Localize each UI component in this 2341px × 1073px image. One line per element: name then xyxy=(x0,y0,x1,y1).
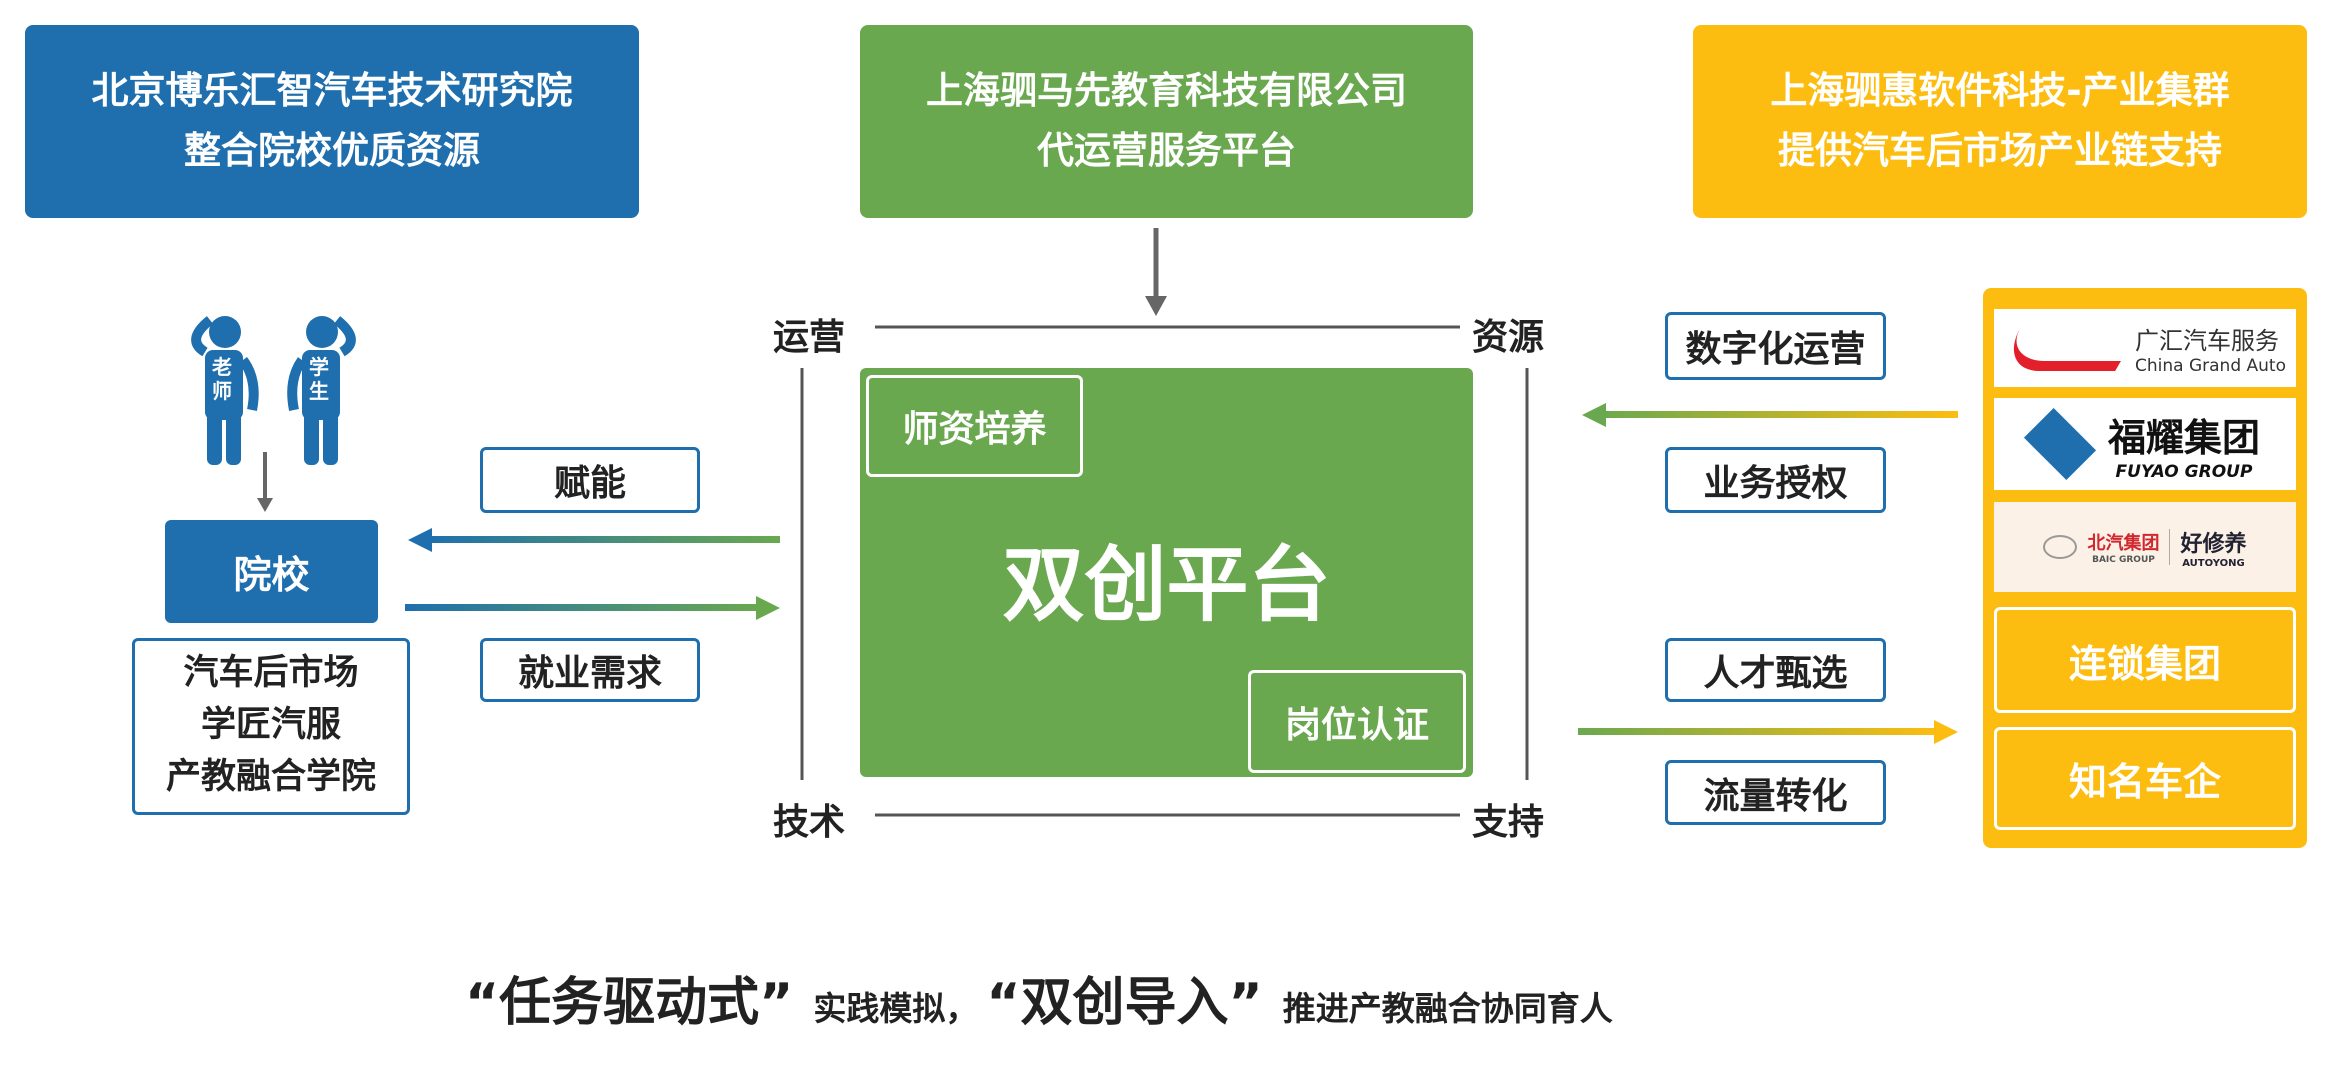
slogan-part: “双创导入” xyxy=(986,973,1263,1033)
label-traffic-conversion: 流量转化 xyxy=(1665,760,1886,825)
platform-title: 双创平台 xyxy=(1002,538,1331,633)
box-line: 上海驷惠软件科技-产业集群 xyxy=(1770,69,2230,112)
swoosh-icon xyxy=(1995,327,2141,371)
logo-en: BAIC GROUP xyxy=(2092,555,2155,565)
slogan-part: 实践模拟， xyxy=(813,989,979,1028)
box-line: 上海驷马先教育科技有限公司 xyxy=(926,69,1407,112)
teacher-label: 老师 xyxy=(212,355,232,403)
baic-emblem-icon xyxy=(2043,535,2078,559)
logo-cn: 北汽集团 xyxy=(2087,533,2160,554)
slogan-part: 推进产教融合协同育人 xyxy=(1282,989,1613,1028)
box-line: 提供汽车后市场产业链支持 xyxy=(1778,129,2222,172)
logo-cn: 广汇汽车服务 xyxy=(2135,326,2280,355)
label-talent-selection: 人才甄选 xyxy=(1665,638,1886,702)
box-software-company: 上海驷惠软件科技-产业集群提供汽车后市场产业链支持 xyxy=(1693,25,2307,218)
school-box: 院校 xyxy=(165,520,378,623)
slogan-part: “任务驱动式” xyxy=(465,973,794,1033)
student-label: 学生 xyxy=(309,355,329,403)
corner-operation: 运营 xyxy=(773,317,846,358)
group-automakers: 知名车企 xyxy=(1994,727,2296,830)
fuyao-diamond-icon xyxy=(2023,407,2097,481)
logo-cn2: 好修养 xyxy=(2180,531,2247,557)
student-icon xyxy=(287,316,356,465)
box-line: 整合院校优质资源 xyxy=(184,129,480,172)
corner-resource: 资源 xyxy=(1472,317,1545,358)
corner-support: 支持 xyxy=(1472,802,1545,843)
label-empower: 赋能 xyxy=(480,447,700,513)
tag-teacher-training: 师资培养 xyxy=(866,375,1083,477)
label-business-license: 业务授权 xyxy=(1665,447,1886,513)
label-employment-demand: 就业需求 xyxy=(480,638,700,702)
footer-slogan: “任务驱动式” 实践模拟， “双创导入” 推进产教融合协同育人 xyxy=(465,960,1915,1035)
teacher-icon xyxy=(191,316,259,465)
logo-cn: 福耀集团 xyxy=(2107,415,2260,460)
box-education-company: 上海驷马先教育科技有限公司代运营服务平台 xyxy=(860,25,1473,218)
box-line: 北京博乐汇智汽车技术研究院 xyxy=(91,69,573,112)
platform-box: 师资培养 双创平台 岗位认证 xyxy=(860,368,1473,777)
info-line: 学匠汽服 xyxy=(200,705,341,745)
info-line: 产教融合学院 xyxy=(165,757,376,797)
school-info-box: 汽车后市场学匠汽服产教融合学院 xyxy=(132,638,410,815)
logo-en: China Grand Auto xyxy=(2135,355,2286,376)
corner-tech: 技术 xyxy=(773,802,846,843)
label-digital-operation: 数字化运营 xyxy=(1665,312,1886,380)
box-line: 代运营服务平台 xyxy=(1037,129,1296,172)
logo-en: FUYAO GROUP xyxy=(2115,461,2253,482)
info-line: 汽车后市场 xyxy=(183,653,359,693)
tag-job-certification: 岗位认证 xyxy=(1248,670,1466,773)
group-chain: 连锁集团 xyxy=(1994,607,2296,713)
box-research-institute: 北京博乐汇智汽车技术研究院整合院校优质资源 xyxy=(25,25,639,218)
logo-en2: AUTOYONG xyxy=(2182,557,2245,569)
